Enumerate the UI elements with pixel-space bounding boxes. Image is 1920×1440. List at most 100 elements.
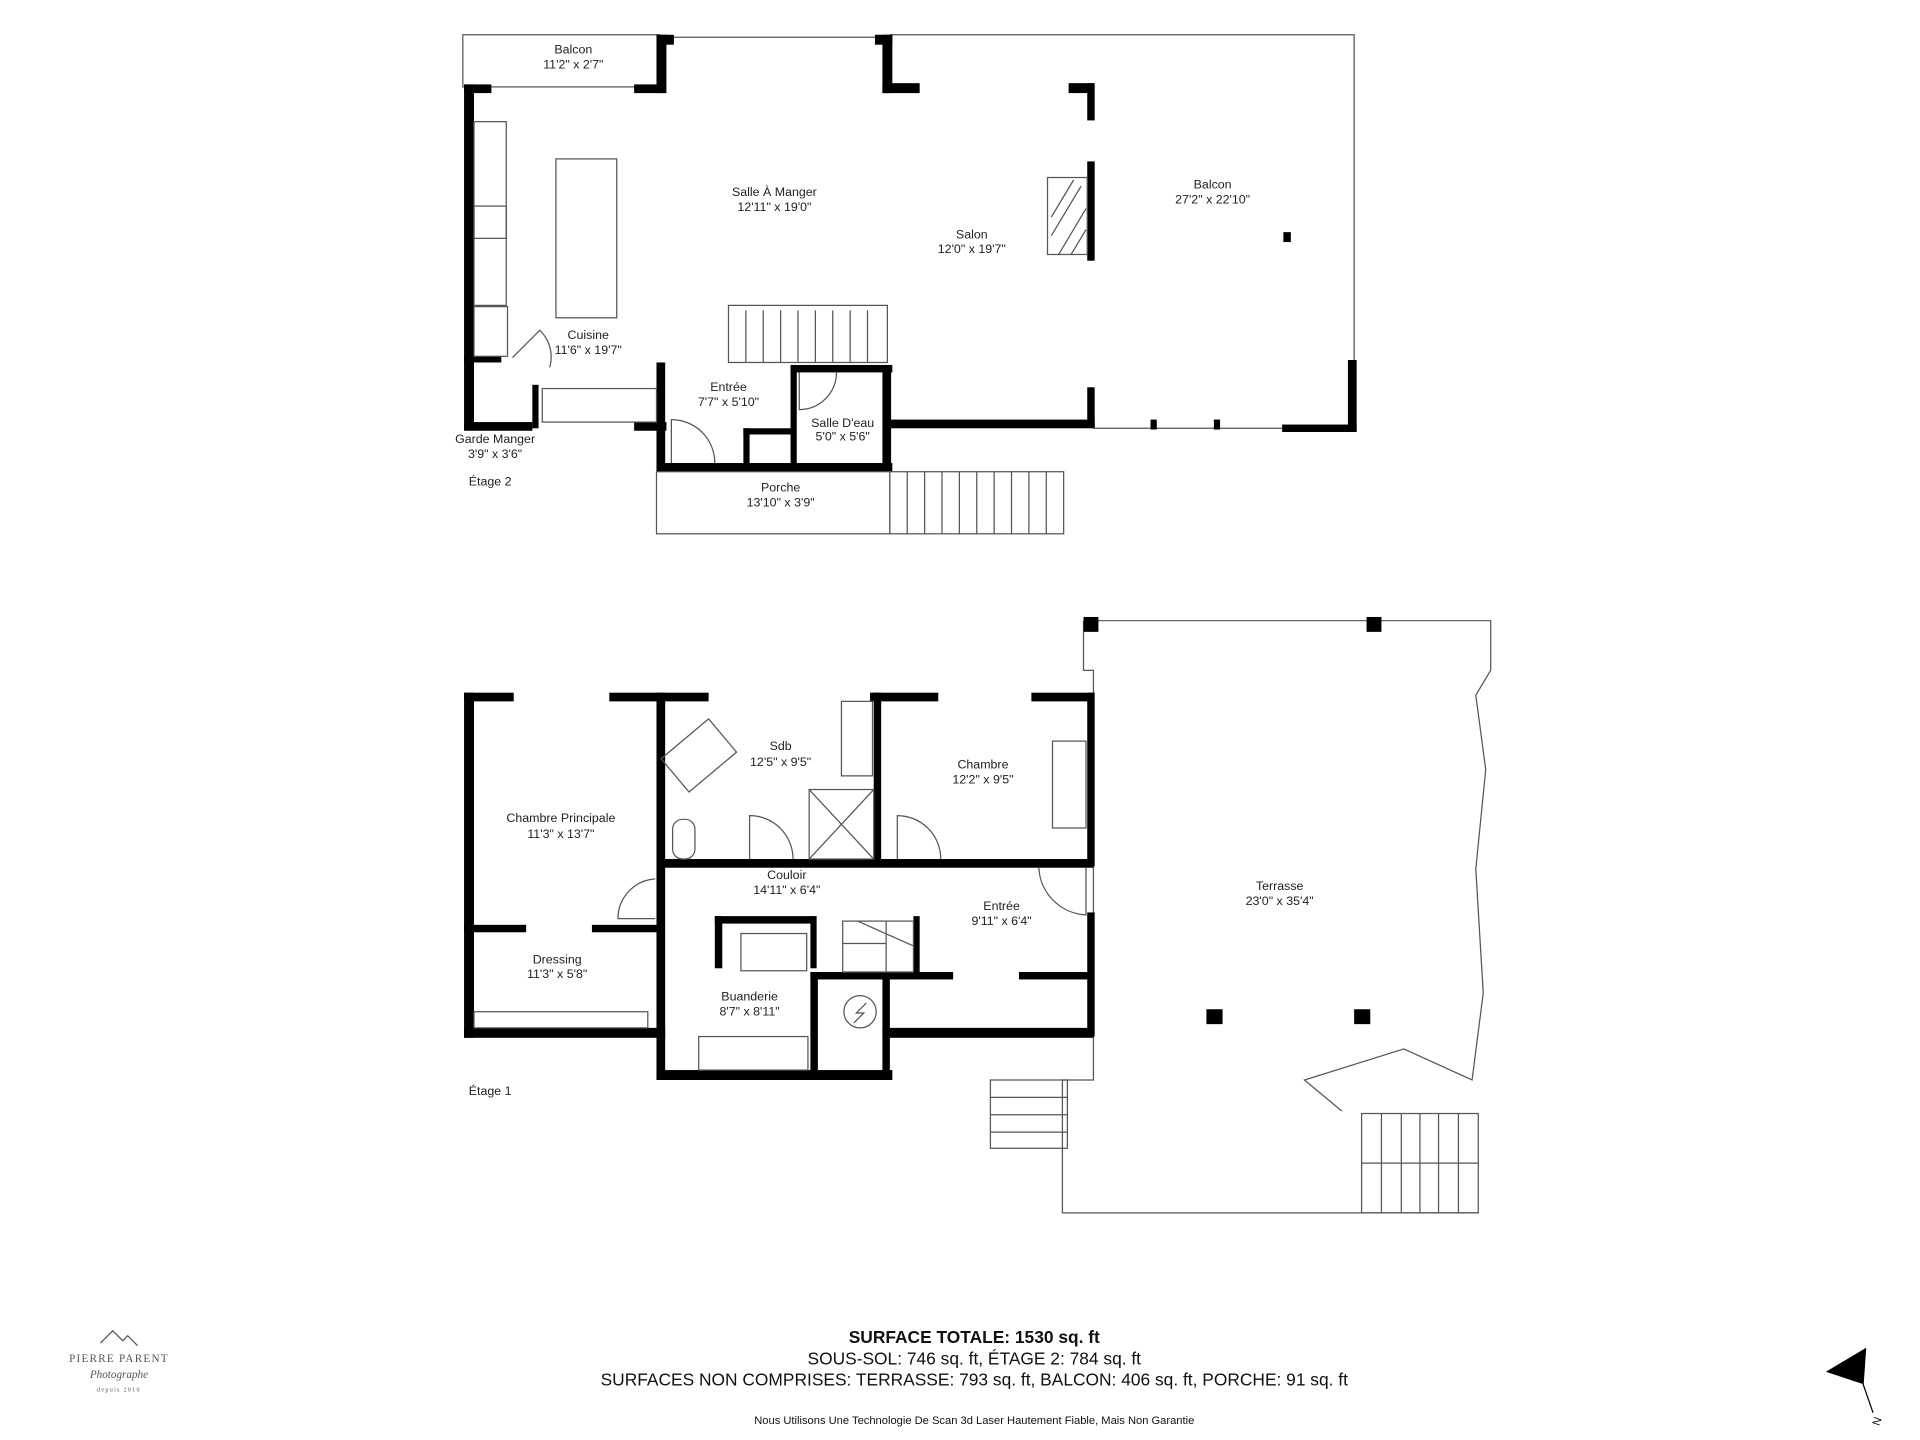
floor-areas: SOUS-SOL: 746 sq. ft, ÉTAGE 2: 784 sq. f… (808, 1348, 1142, 1368)
mountain-icon (99, 1329, 139, 1347)
wall (1282, 424, 1357, 432)
wall (1087, 692, 1095, 867)
total-area: SURFACE TOTALE: 1530 sq. ft (849, 1327, 1100, 1347)
wall (1031, 692, 1094, 702)
post (1083, 616, 1099, 632)
post (1283, 232, 1291, 243)
terrace-stairs-left (989, 1079, 1068, 1149)
wall (714, 916, 723, 969)
post (1206, 1009, 1223, 1025)
wall (464, 692, 474, 1038)
wall (810, 972, 818, 1078)
wall (810, 972, 954, 980)
wall (873, 692, 882, 867)
room-dims: 13'10" x 3'9" (747, 495, 815, 509)
disclaimer: Nous Utilisons Une Technologie De Scan 3… (754, 1415, 1194, 1427)
laundry-counter (698, 1035, 809, 1071)
north-label: N (1871, 1416, 1885, 1428)
terrace-outline (1061, 620, 1479, 1214)
lightning-icon (853, 1002, 867, 1024)
electrical-panel-icon (843, 994, 877, 1029)
door-swing (748, 814, 794, 860)
room-dims: 8'7" x 8'11" (719, 1004, 779, 1018)
washer-dryer (740, 932, 808, 972)
porch-outline (655, 471, 891, 535)
fireplace-icon (1046, 176, 1088, 256)
wall (714, 916, 815, 924)
wall (810, 916, 817, 969)
room-name: Salle D'eau (811, 416, 874, 430)
room-dims: 11'3" x 5'8" (527, 967, 587, 981)
staircase-upper (727, 304, 888, 364)
stove-icon (473, 205, 507, 239)
wall (1087, 83, 1095, 121)
wall (870, 692, 939, 702)
wall (464, 84, 492, 94)
room-name: Salle À Manger (732, 184, 817, 199)
fireplace-hatch (1050, 179, 1087, 255)
room-name: Terrasse (1256, 879, 1304, 893)
wall (656, 1070, 893, 1080)
room-name: Couloir (767, 868, 806, 882)
terrace-stairs-right (1360, 1112, 1479, 1214)
logo-tagline: depuis 2010 (97, 1387, 141, 1394)
toilet (672, 818, 696, 860)
closet-shelf (473, 1011, 649, 1029)
excluded-areas: SURFACES NON COMPRISES: TERRASSE: 793 sq… (601, 1369, 1349, 1389)
wall (532, 384, 539, 429)
dresser (1051, 740, 1087, 829)
post (1354, 1009, 1371, 1025)
door-swing (896, 814, 942, 860)
wall (882, 972, 890, 1078)
room-dims: 27'2" x 22'10" (1175, 193, 1250, 207)
floor-1: Chambre Principale 11'3" x 13'7" Sdb 12'… (464, 616, 1492, 1214)
room-dims: 11'3" x 13'7" (527, 827, 594, 841)
shower (808, 788, 875, 860)
fridge (473, 306, 509, 357)
room-name: Entrée (983, 899, 1020, 913)
wall (656, 34, 674, 45)
room-name: Cuisine (568, 328, 609, 342)
logo-subtitle: Photographe (89, 1369, 148, 1381)
room-dims: 23'0" x 35'4" (1246, 894, 1314, 908)
wall (464, 1027, 666, 1038)
wall (790, 364, 893, 373)
room-name: Buanderie (721, 990, 778, 1004)
wall (1087, 387, 1095, 428)
kitchen-counter (473, 121, 507, 306)
door-swing (1038, 867, 1087, 916)
room-dims: 12'0" x 19'7" (938, 242, 1006, 256)
kitchen-island (555, 158, 618, 319)
wall (790, 364, 797, 465)
wall (913, 916, 920, 975)
wall (882, 34, 893, 94)
door-swing (670, 418, 716, 464)
wall (464, 924, 527, 933)
wall (656, 34, 667, 94)
wall (656, 692, 666, 1080)
room-name: Entrée (710, 380, 747, 394)
room-dims: 5'0" x 5'6" (816, 430, 870, 444)
post (1366, 616, 1382, 632)
room-dims: 9'11" x 6'4" (971, 914, 1031, 928)
wall (882, 364, 892, 472)
wall (882, 1027, 1094, 1038)
logo-name: PIERRE PARENT (69, 1353, 169, 1365)
wall (1347, 360, 1357, 432)
wall (1068, 83, 1094, 94)
balcony-large-outline (889, 34, 1355, 360)
wall (634, 84, 666, 94)
wall (882, 83, 920, 94)
floor-2: Balcon 11'2" x 2'7" Salle À Manger 12'11… (455, 34, 1357, 535)
room-dims: 14'11" x 6'4" (753, 883, 820, 897)
wall (464, 692, 514, 702)
room-name: Garde Manger (455, 432, 535, 446)
wall (656, 859, 1094, 868)
staircase-lower (842, 920, 915, 973)
floor-label: Étage 1 (469, 1083, 512, 1098)
bathroom-vanity (840, 700, 874, 777)
room-dims: 11'2" x 2'7" (543, 57, 603, 71)
room-dims: 12'2" x 9'5" (952, 772, 1013, 786)
door-swing (617, 878, 656, 920)
